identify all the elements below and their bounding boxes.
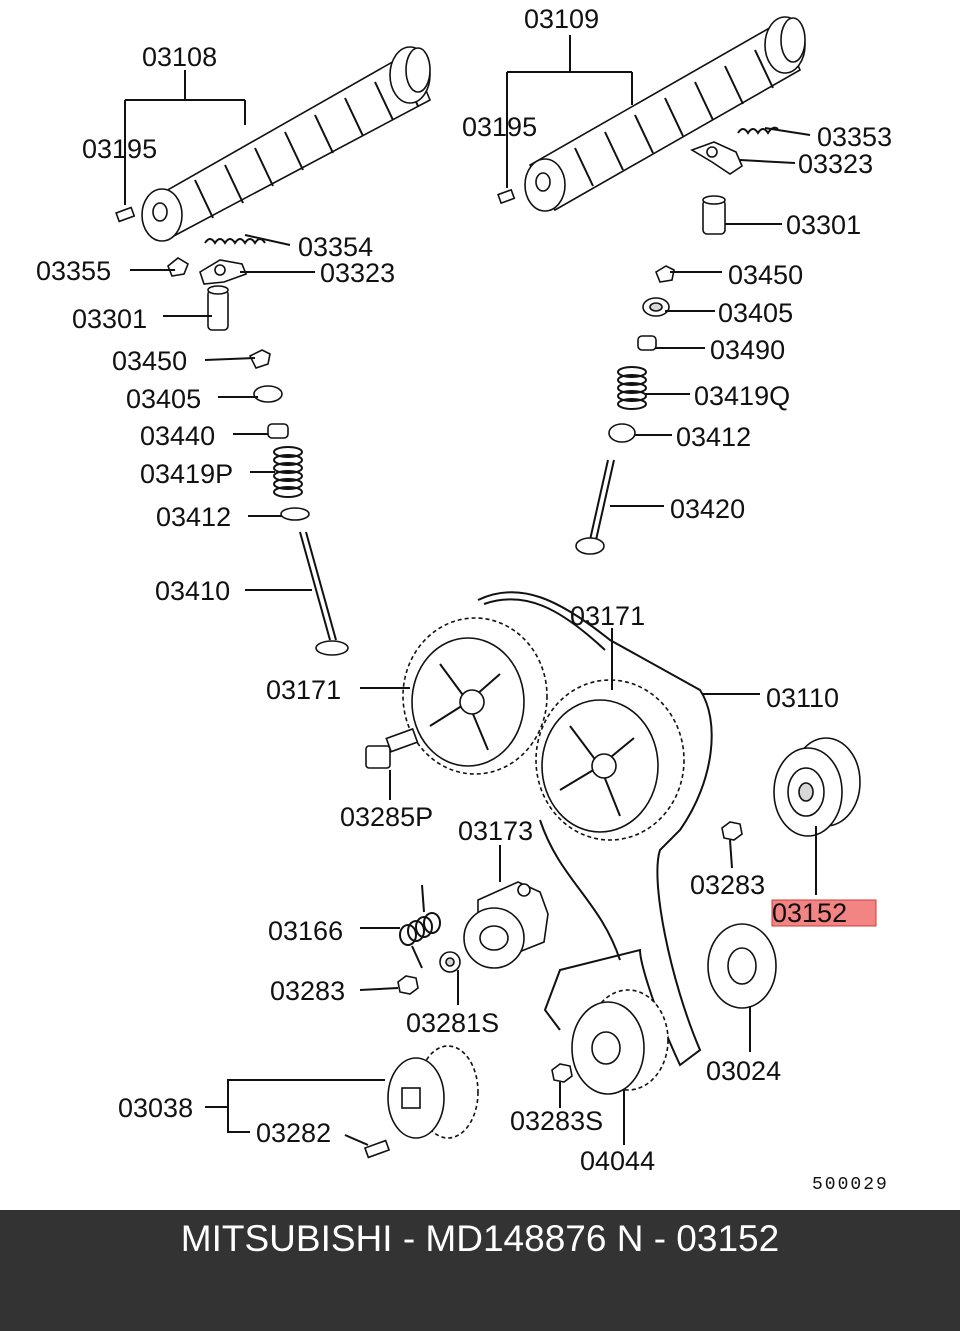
label-valve-spring-left: 03419P	[140, 459, 233, 489]
label-seat-left: 03412	[156, 502, 231, 532]
label-sprocket-left: 03171	[266, 675, 341, 705]
crank-key	[363, 1139, 391, 1159]
label-valve-right: 03420	[670, 494, 745, 524]
label-camshaft-right: 03109	[524, 4, 599, 34]
valve-spring-left	[273, 446, 303, 498]
label-seal-right: 03490	[710, 335, 785, 365]
clip-left	[167, 257, 189, 277]
label-sprocket-right: 03171	[570, 601, 645, 631]
spring-left	[204, 238, 266, 245]
valve-right	[575, 459, 615, 555]
label-retainer-right: 03405	[718, 298, 793, 328]
nut-middle	[721, 821, 743, 841]
rocker-right	[690, 141, 743, 175]
sprocket-bolt	[365, 727, 419, 769]
valve-left	[299, 531, 349, 656]
label-rocker-left: 03323	[320, 258, 395, 288]
parts-diagram-svg: 03108 03109 03195 03195 03354 03353 0335…	[36, 4, 892, 1195]
label-valve-left: 03410	[155, 576, 230, 606]
label-keeper-left: 03450	[112, 346, 187, 376]
label-idler: 03152	[772, 898, 847, 928]
label-lash-left: 03301	[72, 304, 147, 334]
label-washer: 03281S	[406, 1008, 499, 1038]
label-crank-pulley: 04044	[580, 1146, 655, 1176]
camshaft-right	[524, 16, 806, 212]
label-seal-left: 03440	[140, 421, 215, 451]
label-retainer-left: 03405	[126, 384, 201, 414]
label-camshaft-left: 03108	[142, 42, 217, 72]
lash-adjuster-right	[702, 195, 726, 235]
stem-seal-left	[267, 423, 289, 439]
label-spring-left: 03354	[298, 232, 373, 262]
label-seat-right: 03412	[676, 422, 751, 452]
pin-right	[497, 188, 516, 205]
footer-title: MITSUBISHI - MD148876 N - 03152	[180, 1218, 780, 1259]
label-rocker-right: 03323	[798, 149, 873, 179]
cam-sprocket-left	[402, 617, 548, 775]
crank-pulley	[571, 989, 669, 1095]
label-tensioner-spring: 03166	[268, 916, 343, 946]
pin-left	[115, 206, 136, 223]
label-spring-right: 03353	[817, 122, 892, 152]
keeper-right	[655, 265, 675, 283]
label-nut-middle: 03283	[690, 870, 765, 900]
label-reference-number: 500029	[812, 1175, 889, 1195]
spring-seat-left	[280, 507, 310, 521]
retainer-left	[253, 385, 283, 403]
tensioner-spring	[399, 884, 441, 969]
cam-sprocket-right	[535, 679, 685, 841]
label-valve-spring-right: 03419Q	[694, 381, 790, 411]
label-nut-small: 03283S	[510, 1106, 603, 1136]
label-crank-sprocket: 03038	[118, 1093, 193, 1123]
highlight-box	[771, 899, 877, 927]
label-clip-left: 03355	[36, 256, 111, 286]
label-lash-right: 03301	[786, 210, 861, 240]
nut-left	[397, 975, 419, 995]
nut-small	[551, 1063, 573, 1083]
label-nut-left: 03283	[270, 976, 345, 1006]
flange	[707, 923, 777, 1009]
camshaft-left	[141, 46, 432, 242]
valve-spring-right	[617, 366, 647, 410]
timing-belt	[477, 591, 713, 1067]
spring-seat-right	[608, 423, 636, 443]
parts-diagram: 03108 03109 03195 03195 03354 03353 0335…	[36, 4, 893, 1195]
label-keeper-right: 03450	[728, 260, 803, 290]
label-pin-right: 03195	[462, 112, 537, 142]
tensioner	[463, 881, 549, 969]
label-pin-left: 03195	[82, 134, 157, 164]
stem-seal-right	[637, 335, 657, 351]
keeper-left	[248, 349, 271, 369]
label-flange: 03024	[706, 1056, 781, 1086]
label-bolt: 03285P	[340, 802, 433, 832]
lash-adjuster-left	[207, 285, 229, 331]
leader-lines	[124, 35, 817, 1146]
crank-sprocket	[387, 1045, 479, 1139]
label-tensioner: 03173	[458, 816, 533, 846]
label-crank-key: 03282	[256, 1118, 331, 1148]
idler-pulley	[773, 737, 861, 837]
label-belt: 03110	[766, 683, 839, 713]
footer-bar	[0, 1210, 960, 1331]
